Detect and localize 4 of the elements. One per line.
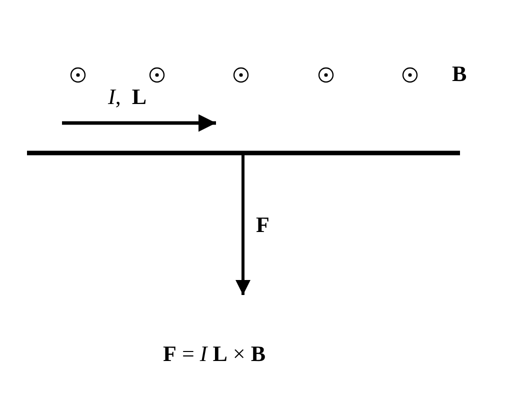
- field-label: B: [452, 63, 467, 85]
- force-label: F: [256, 214, 270, 236]
- current-label: I, L: [108, 86, 147, 108]
- formula: F = I L × B: [163, 343, 266, 365]
